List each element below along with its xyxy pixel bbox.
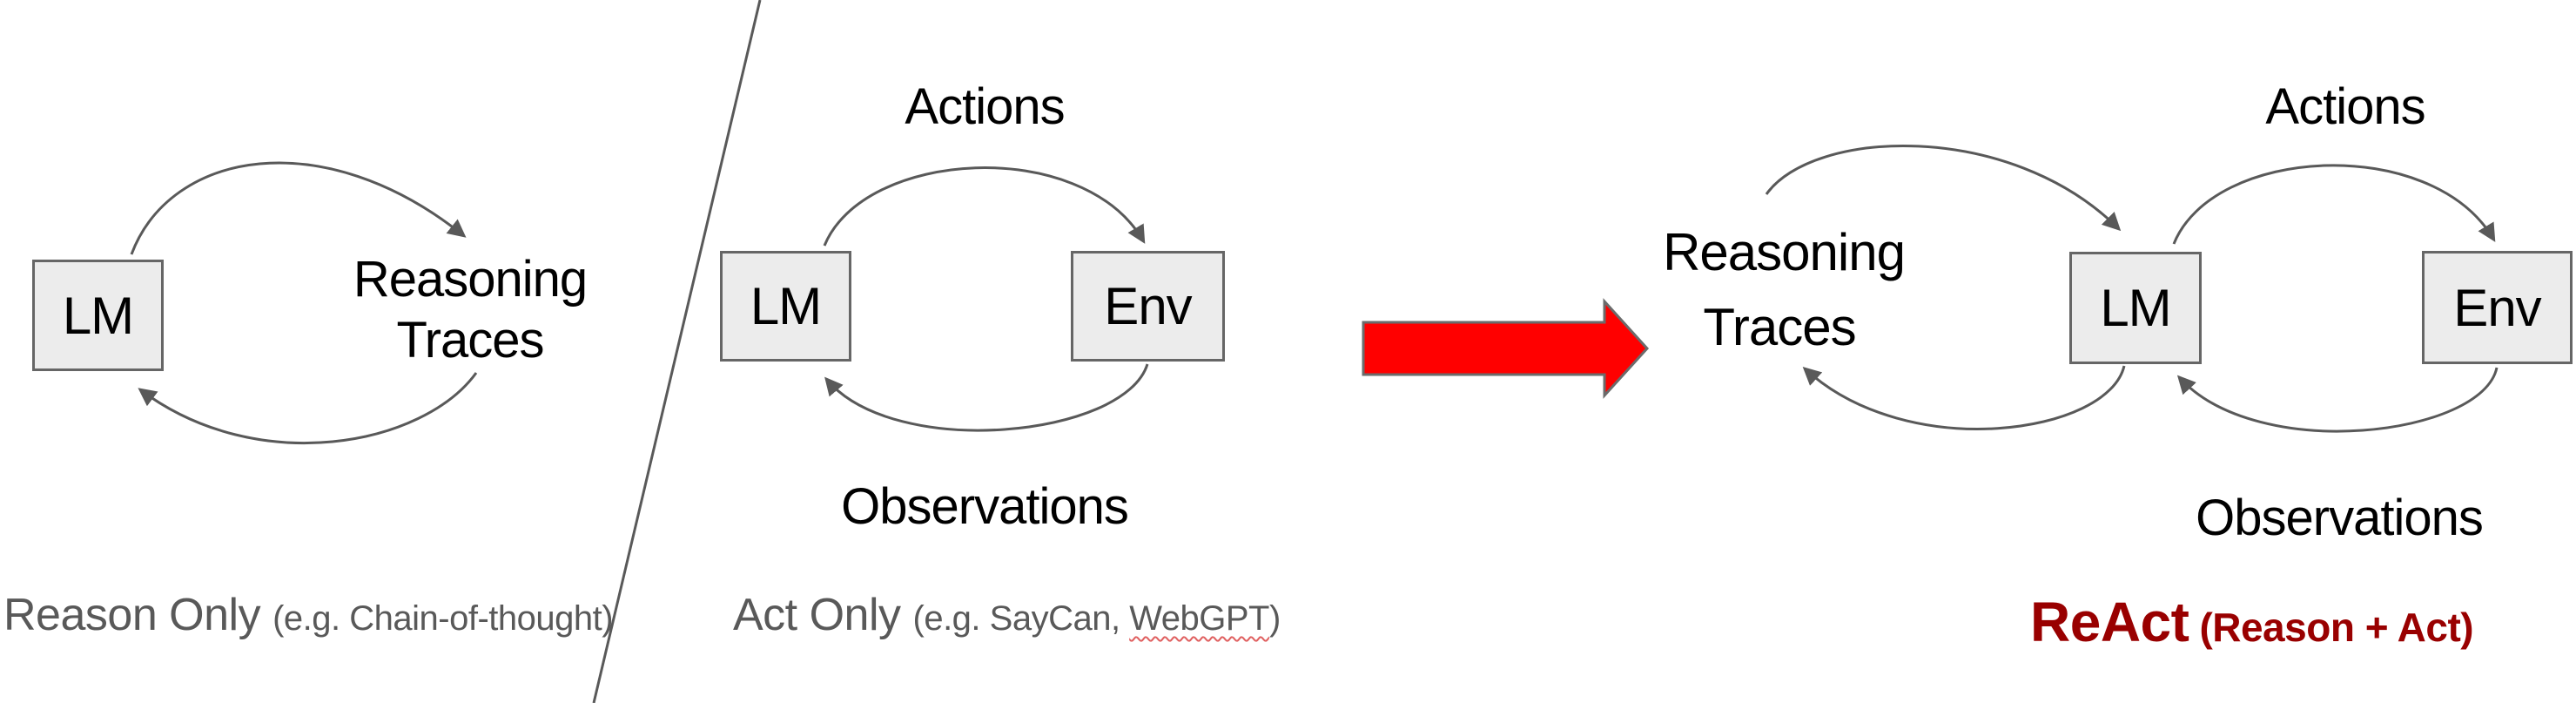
act-only-caption-example: (e.g. SayCan, WebGPT) <box>913 599 1281 638</box>
actions-arc-act-only <box>823 166 1146 247</box>
react-reasoning-bottom-arc <box>1802 365 2126 430</box>
react-reasoning-top-arc <box>1765 145 2122 232</box>
act-only-caption-title: Act Only <box>733 590 901 640</box>
env-node-label: Env <box>2453 278 2541 337</box>
act-only-caption-example-suffix: ) <box>1268 599 1281 638</box>
react-actions-arc <box>2172 164 2496 245</box>
reason-only-caption-example: (e.g. Chain-of-thought) <box>272 599 614 638</box>
reason-only-caption: Reason Only (e.g. Chain-of-thought) <box>3 590 614 640</box>
lm-node-label: LM <box>750 277 822 335</box>
env-node-react: Env <box>2422 251 2573 364</box>
lm-node-react: LM <box>2069 252 2202 364</box>
divider-line <box>592 0 762 703</box>
actions-label-act-only: Actions <box>905 78 1065 135</box>
act-only-caption: Act Only (e.g. SayCan, WebGPT) <box>733 592 1281 638</box>
observations-label-react: Observations <box>2196 490 2484 546</box>
transition-arrow-icon <box>1362 298 1650 399</box>
react-observations-arc <box>2176 367 2499 433</box>
react-caption: ReAct(Reason + Act) <box>2030 591 2474 653</box>
lm-node-act-only: LM <box>720 251 851 362</box>
env-node-act-only: Env <box>1071 251 1225 362</box>
actions-label-react: Actions <box>2265 78 2425 135</box>
reason-only-caption-title: Reason Only <box>3 590 261 640</box>
reason-loop-top-arc <box>130 161 467 255</box>
observations-arc-act-only <box>824 363 1149 432</box>
react-reasoning-label-line1: Reasoning <box>1663 223 1906 281</box>
lm-node-label: LM <box>62 286 134 345</box>
lm-node-reason-only: LM <box>32 260 164 371</box>
react-caption-example: (Reason + Act) <box>2199 605 2474 650</box>
act-only-caption-example-prefix: (e.g. SayCan, <box>912 599 1130 638</box>
env-node-label: Env <box>1104 277 1192 335</box>
observations-label-act-only: Observations <box>841 478 1129 535</box>
react-reasoning-label-line2: Traces <box>1703 298 1856 356</box>
reason-loop-bottom-arc <box>138 372 478 444</box>
reasoning-traces-label-line2: Traces <box>396 312 544 368</box>
reasoning-traces-label-line1: Reasoning <box>353 251 588 308</box>
misspelled-word-webgpt: WebGPT <box>1129 599 1269 638</box>
lm-node-label: LM <box>2100 279 2171 337</box>
react-caption-title: ReAct <box>2030 591 2189 653</box>
